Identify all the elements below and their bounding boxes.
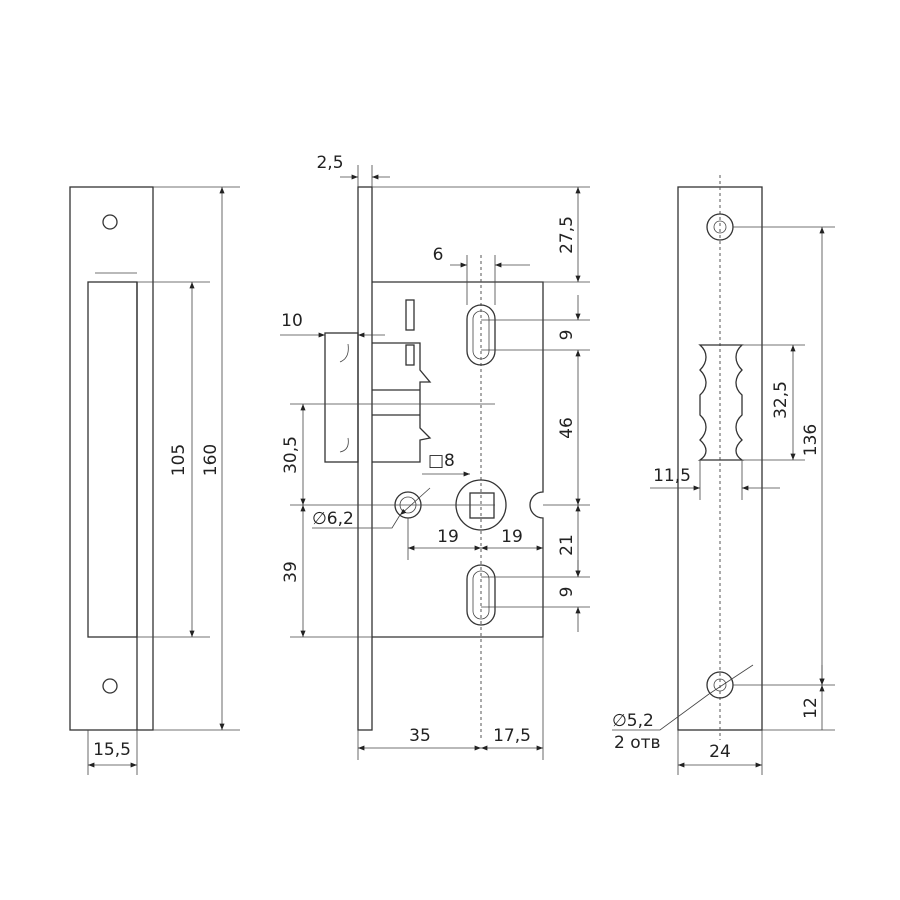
mounting-slot-bottom (466, 564, 496, 626)
dim-dia-6-2: ∅6,2 (312, 509, 354, 529)
dim-dia-5-2: ∅5,2 (612, 711, 654, 731)
lock-body-view: 2,5 27,5 6 10 9 46 21 9 30,5 39 ∅6,2 □8 … (280, 153, 590, 760)
strike-plate-side-view: 105 160 15,5 (69, 186, 240, 775)
dim-32-5: 32,5 (771, 381, 791, 419)
lock-case (372, 281, 544, 638)
dim-11-5: 11,5 (653, 466, 691, 486)
dim-6: 6 (433, 245, 444, 265)
dim-21: 21 (557, 534, 577, 556)
dim-160: 160 (201, 444, 221, 476)
dim-square-8: □8 (428, 451, 455, 471)
dim-136: 136 (801, 424, 821, 456)
dim-105: 105 (169, 444, 189, 476)
dim-27-5: 27,5 (557, 216, 577, 254)
latch-cutout (697, 344, 745, 461)
dim-17-5: 17,5 (493, 726, 531, 746)
screw-hole (102, 678, 118, 694)
dim-2-5: 2,5 (316, 153, 343, 173)
dim-39: 39 (281, 561, 301, 583)
faceplate (357, 186, 373, 731)
dim-19-right: 19 (501, 527, 523, 547)
dim-9-bottom: 9 (557, 587, 577, 598)
dim-30-5: 30,5 (281, 436, 301, 474)
strike-plate-front-view: 136 32,5 12 11,5 24 ∅5,2 2 отв (612, 175, 835, 775)
dim-24: 24 (709, 742, 731, 762)
dim-46: 46 (557, 417, 577, 439)
holes-note: 2 отв (614, 733, 661, 753)
dim-10: 10 (281, 311, 303, 331)
dim-15-5: 15,5 (93, 740, 131, 760)
dim-12: 12 (801, 697, 821, 719)
dim-35: 35 (409, 726, 431, 746)
latch-bolt (324, 332, 359, 463)
dim-9-top: 9 (557, 330, 577, 341)
mounting-slot-top (466, 304, 496, 366)
dim-19-left: 19 (437, 527, 459, 547)
screw-hole (102, 214, 118, 230)
